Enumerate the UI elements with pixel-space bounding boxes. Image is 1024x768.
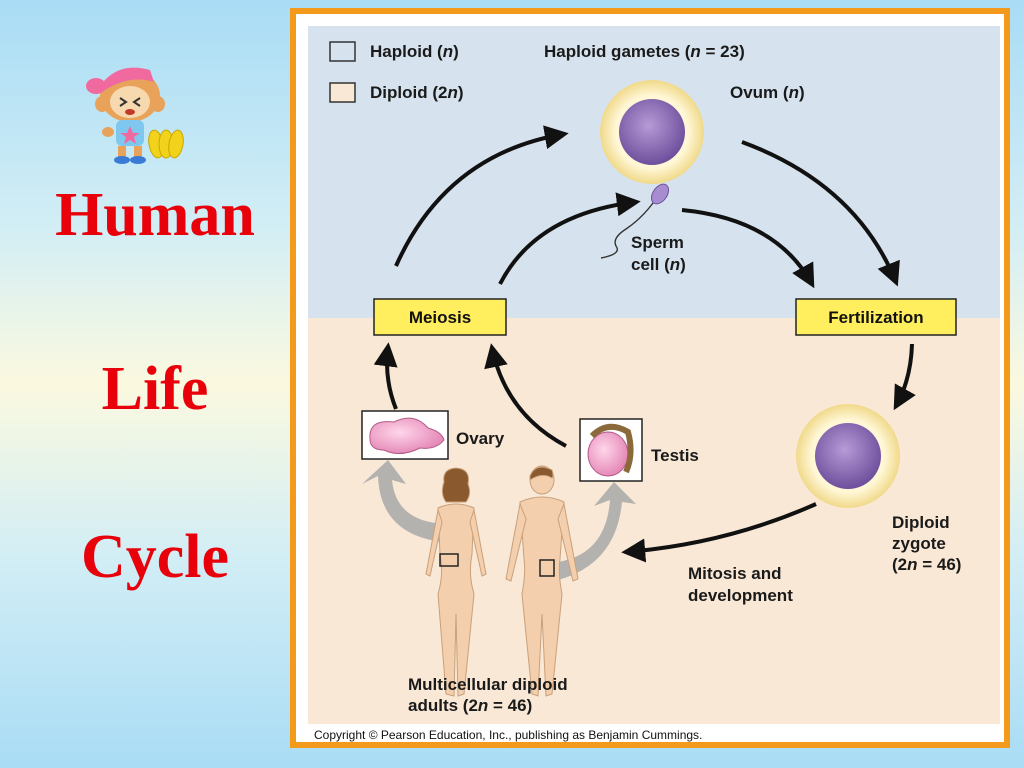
ovary-icon bbox=[369, 417, 445, 454]
diploid-legend-label: Diploid (2n) bbox=[370, 83, 464, 102]
fertilization-to-zygote-arrow bbox=[893, 343, 916, 411]
copyright-notice: Copyright © Pearson Education, Inc., pub… bbox=[314, 728, 702, 742]
ovum-cell bbox=[600, 80, 704, 184]
title-human: Human bbox=[55, 181, 255, 249]
zygote-to-adults-arrow bbox=[621, 502, 817, 563]
zygote-label-line2: zygote bbox=[892, 534, 946, 553]
title-cycle: Cycle bbox=[80, 523, 230, 591]
sperm-to-fertilization-arrow bbox=[681, 208, 815, 289]
fertilization-label: Fertilization bbox=[828, 308, 923, 327]
meiosis-box bbox=[373, 298, 507, 336]
testis-label: Testis bbox=[651, 446, 699, 465]
meiosis-label: Meiosis bbox=[409, 308, 471, 327]
mitosis-label-line1: Mitosis and bbox=[688, 564, 782, 583]
fertilization-box bbox=[795, 298, 957, 336]
ovary-to-meiosis-arrow bbox=[373, 342, 398, 410]
ovum-to-fertilization-arrow bbox=[741, 140, 900, 287]
male-testis-marker bbox=[539, 559, 555, 577]
haploid-gametes-label: Haploid gametes (n = 23) bbox=[544, 42, 745, 61]
ovum-label: Ovum (n) bbox=[730, 83, 805, 102]
female-to-ovary-arrow bbox=[362, 460, 446, 542]
zygote-label-line3: (2n = 46) bbox=[892, 555, 961, 574]
haploid-legend-swatch bbox=[329, 41, 356, 62]
mitosis-label-line2: development bbox=[688, 586, 793, 605]
female-adult-figure bbox=[425, 467, 487, 697]
life-cycle-diagram: Haploid (n) Diploid (2n) Haploid gametes… bbox=[290, 8, 1010, 748]
zygote-cell bbox=[796, 404, 900, 508]
sperm-label-line1: Sperm bbox=[631, 233, 684, 252]
adults-label-line1: Multicellular diploid bbox=[408, 675, 568, 694]
zygote-label-line1: Diploid bbox=[892, 513, 950, 532]
testis-icon bbox=[587, 423, 634, 477]
ovary-label: Ovary bbox=[456, 429, 505, 448]
female-ovary-marker bbox=[439, 553, 459, 567]
male-to-testis-arrow bbox=[558, 482, 636, 580]
title-life: Life bbox=[101, 355, 209, 423]
monkey-mascot-icon bbox=[86, 67, 184, 164]
sperm-label-line2: cell (n) bbox=[631, 255, 686, 274]
testis-to-meiosis-arrow bbox=[484, 343, 567, 448]
cycle-arrows bbox=[373, 125, 916, 563]
adults-label-line2: adults (2n = 46) bbox=[408, 696, 532, 715]
sperm-cell bbox=[600, 183, 670, 259]
haploid-legend-label: Haploid (n) bbox=[370, 42, 459, 61]
meiosis-to-sperm-arrow bbox=[498, 192, 641, 285]
meiosis-to-ovum-arrow bbox=[394, 125, 569, 267]
diploid-legend-swatch bbox=[329, 82, 356, 103]
male-adult-figure bbox=[505, 465, 579, 697]
